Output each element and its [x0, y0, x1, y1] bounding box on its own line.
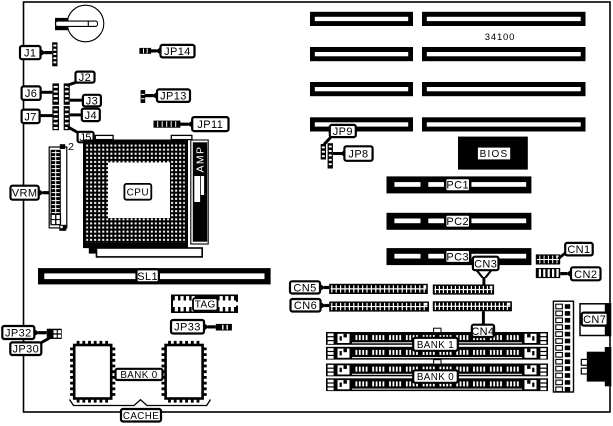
svg-text:JP33: JP33 [174, 322, 201, 334]
svg-text:CACHE: CACHE [123, 411, 159, 422]
svg-text:AMP: AMP [195, 146, 207, 173]
svg-text:J3: J3 [86, 96, 98, 108]
svg-text:J7: J7 [24, 111, 36, 123]
svg-text:CN2: CN2 [574, 269, 597, 281]
svg-text:BANK 1: BANK 1 [417, 340, 454, 351]
svg-text:CN6: CN6 [294, 300, 317, 312]
svg-text:BANK 0: BANK 0 [120, 370, 157, 381]
svg-text:J2: J2 [79, 72, 91, 84]
svg-text:CN1: CN1 [567, 244, 590, 256]
svg-text:PC3: PC3 [446, 251, 469, 263]
svg-text:PC1: PC1 [446, 180, 469, 192]
svg-text:PC2: PC2 [446, 216, 469, 228]
svg-text:CN7: CN7 [583, 314, 606, 326]
svg-text:BANK 0: BANK 0 [417, 372, 454, 383]
svg-text:JP11: JP11 [197, 119, 223, 131]
svg-text:2: 2 [68, 141, 74, 153]
svg-text:BIOS: BIOS [480, 149, 509, 160]
svg-text:34100: 34100 [485, 32, 515, 43]
svg-text:TAG: TAG [195, 300, 216, 311]
svg-text:JP13: JP13 [160, 91, 187, 103]
svg-text:J1: J1 [24, 48, 36, 60]
svg-text:J6: J6 [25, 88, 37, 100]
svg-text:JP9: JP9 [333, 126, 353, 138]
svg-text:SL1: SL1 [137, 271, 158, 283]
svg-text:CPU: CPU [127, 187, 149, 198]
svg-text:VRM: VRM [12, 188, 38, 200]
svg-text:JP8: JP8 [348, 149, 368, 161]
svg-text:CN5: CN5 [293, 282, 316, 294]
svg-text:CN4: CN4 [471, 326, 494, 338]
svg-text:J4: J4 [85, 110, 97, 122]
svg-text:JP14: JP14 [164, 46, 191, 58]
svg-text:JP32: JP32 [5, 327, 32, 339]
svg-text:CN3: CN3 [474, 258, 497, 270]
svg-text:JP30: JP30 [12, 344, 39, 356]
